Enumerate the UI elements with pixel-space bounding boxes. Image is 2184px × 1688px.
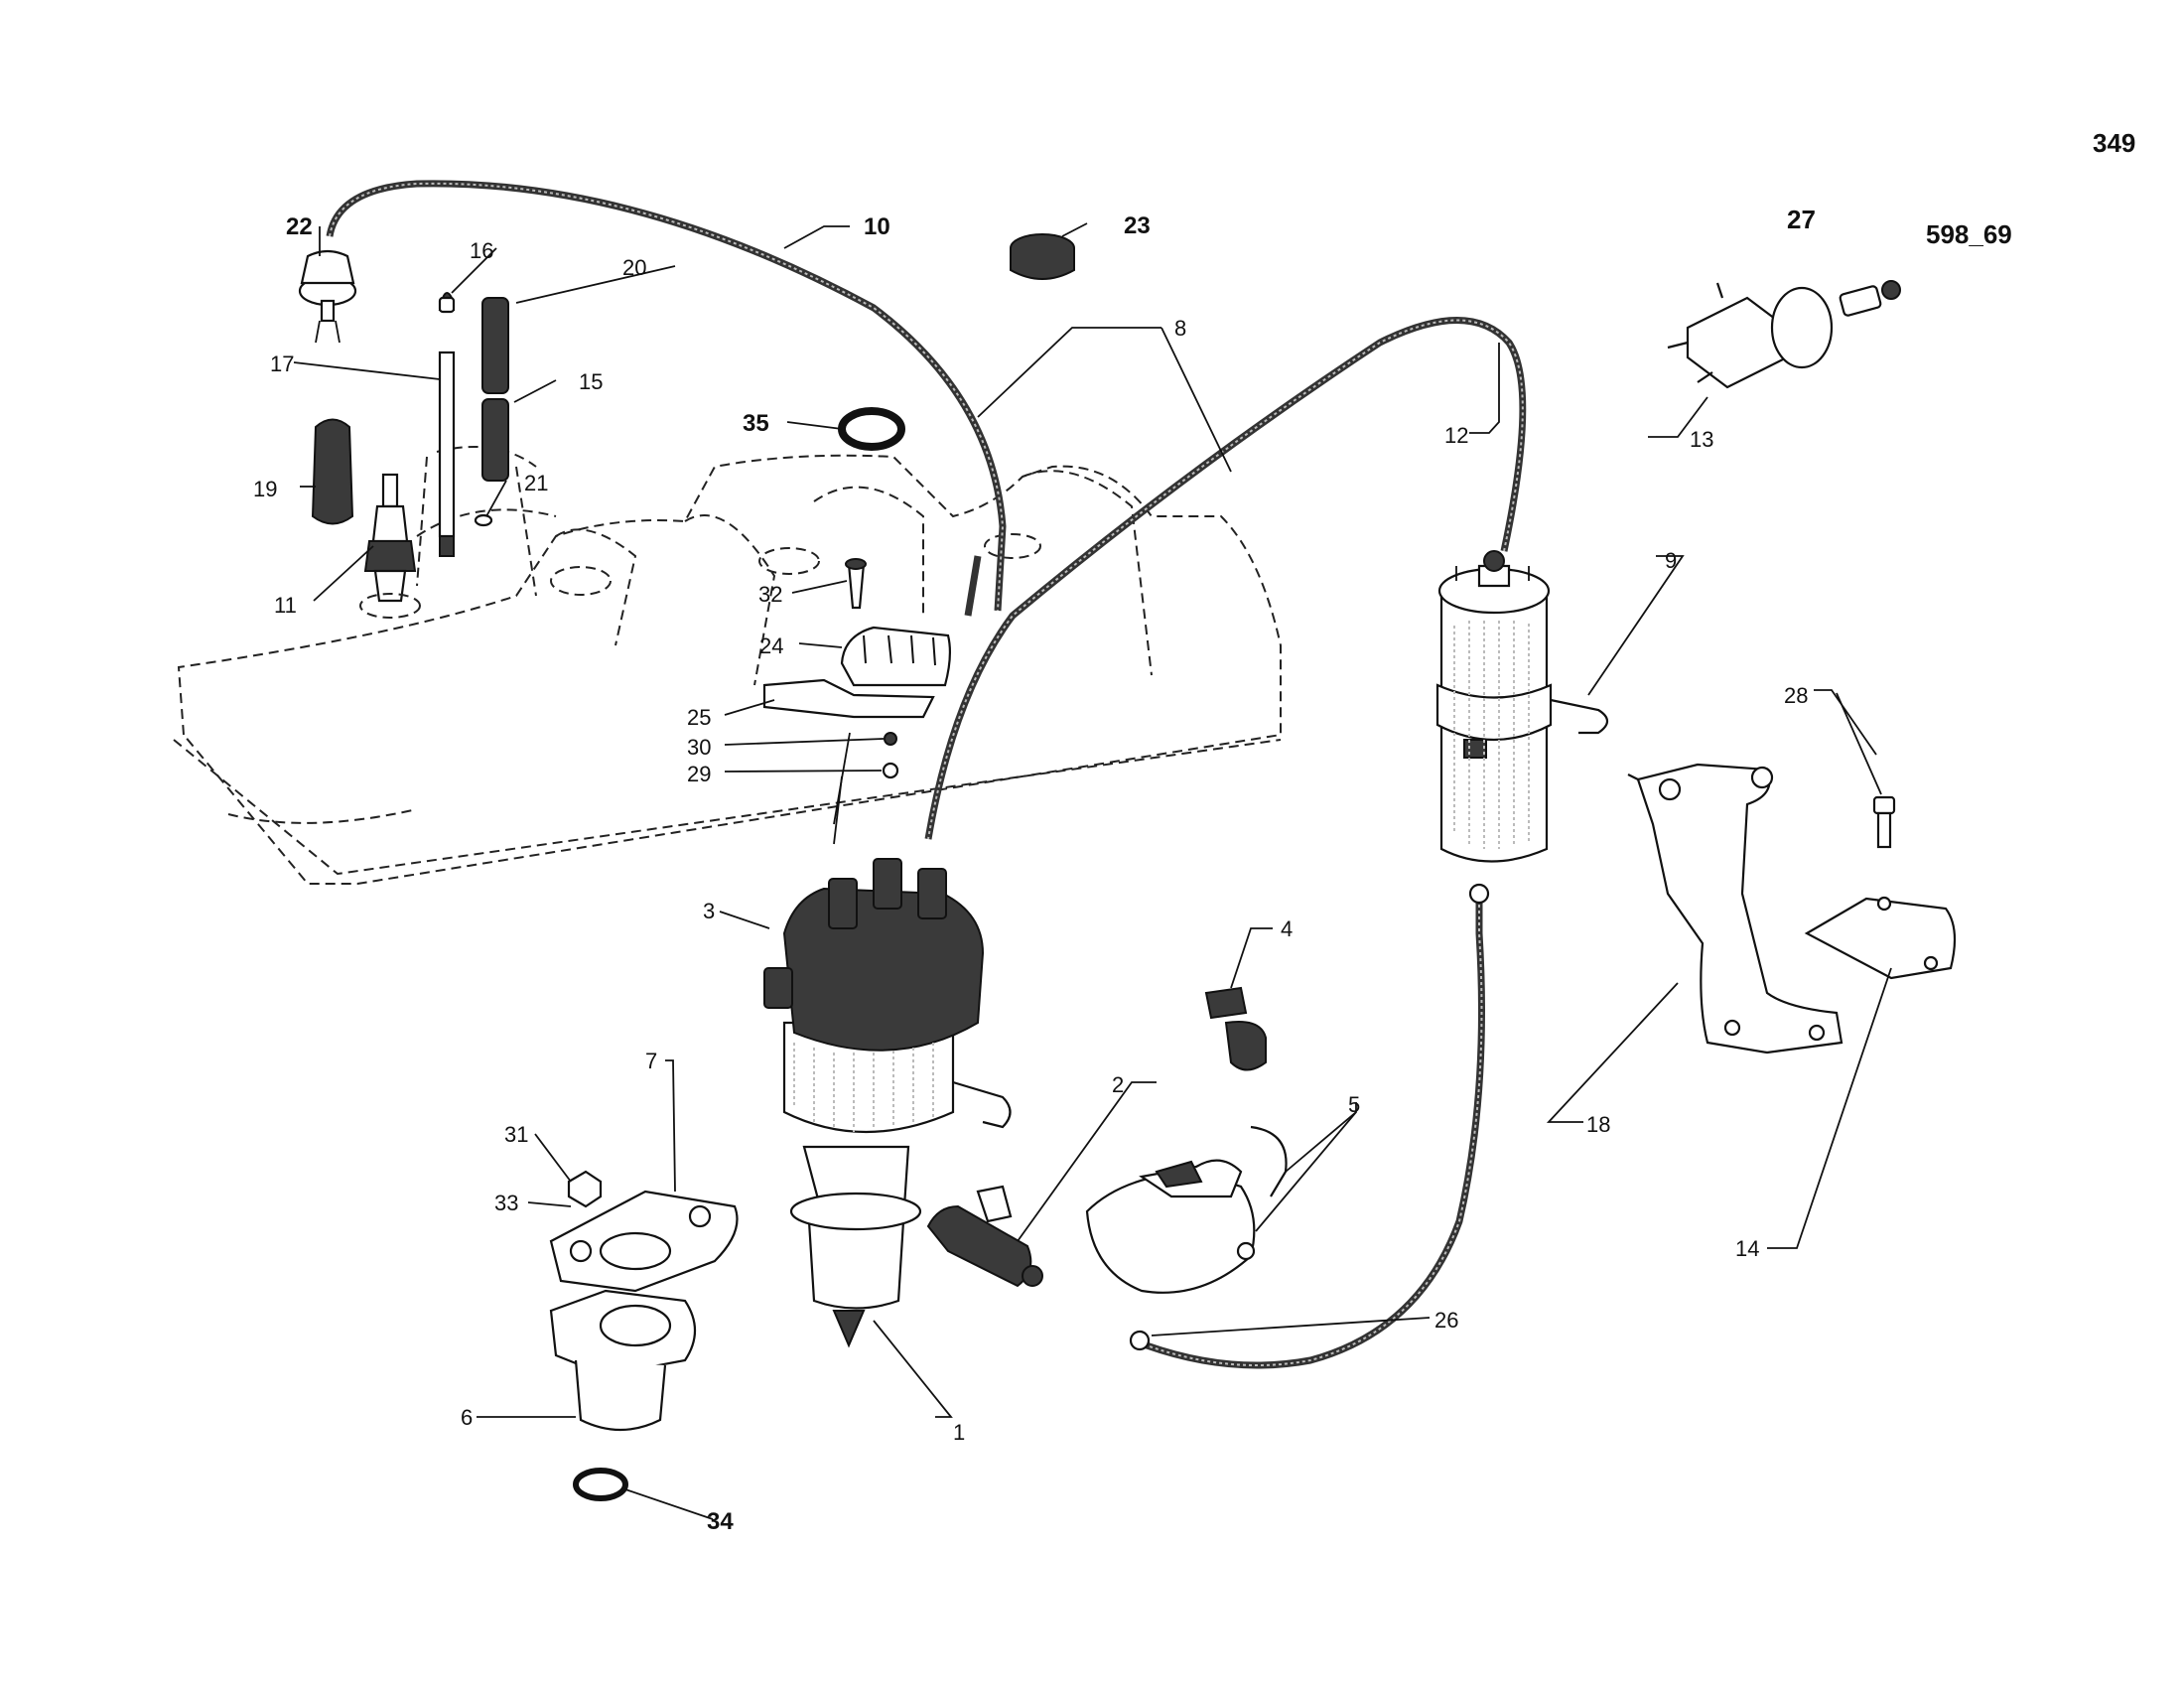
callout-11: 11 <box>274 593 297 618</box>
callout-31: 31 <box>504 1122 528 1147</box>
callout-29: 29 <box>687 762 711 786</box>
callout-10: 10 <box>864 213 890 240</box>
callout-16: 16 <box>470 238 493 263</box>
callout-22: 22 <box>286 213 313 240</box>
callout-9: 9 <box>1665 548 1677 573</box>
callout-33: 33 <box>494 1191 518 1215</box>
callout-30: 30 <box>687 735 711 760</box>
leader-lines <box>293 222 1892 1520</box>
condenser-icon <box>926 1185 1043 1288</box>
callout-2: 2 <box>1112 1072 1124 1097</box>
ignition-coil-icon <box>1435 550 1609 863</box>
callout-4: 4 <box>1281 916 1293 941</box>
callout-25: 25 <box>687 705 711 730</box>
callout-labels: 1 2 3 4 5 6 7 8 9 10 11 12 13 14 15 16 1… <box>253 212 1808 1535</box>
callout-26: 26 <box>1434 1308 1458 1333</box>
callout-8: 8 <box>1174 316 1186 341</box>
callout-24: 24 <box>759 633 783 658</box>
callout-35: 35 <box>743 410 769 437</box>
callout-14: 14 <box>1735 1236 1759 1261</box>
bolt-icon <box>1872 795 1896 849</box>
callout-28: 28 <box>1784 683 1808 708</box>
rotor-icon <box>1204 986 1267 1071</box>
king-lead-icon <box>924 317 1527 840</box>
callout-34: 34 <box>707 1508 734 1535</box>
ht-lead-icon <box>326 180 1007 617</box>
earth-strap-icon <box>1129 883 1490 1369</box>
callout-23: 23 <box>1124 212 1151 239</box>
suppressor-sleeves-icon <box>311 292 509 557</box>
callout-7: 7 <box>645 1049 657 1073</box>
coil-bracket-icon <box>1627 763 1843 1055</box>
callout-13: 13 <box>1690 427 1713 452</box>
clip-and-bracket-icon <box>762 558 952 845</box>
callout-3: 3 <box>703 899 715 923</box>
callout-20: 20 <box>622 255 646 280</box>
grommet-icon <box>1010 233 1075 280</box>
sub-header-27: 27 <box>1787 205 1816 234</box>
page-number: 349 <box>2093 128 2135 158</box>
distributor-icon <box>763 858 1012 1348</box>
callout-15: 15 <box>579 369 603 394</box>
callout-12: 12 <box>1444 423 1468 448</box>
callout-17: 17 <box>270 352 294 376</box>
callout-32: 32 <box>758 582 782 607</box>
distributor-housing-icon <box>549 1170 739 1501</box>
callout-6: 6 <box>461 1405 473 1430</box>
plug-cap-icon <box>298 249 357 344</box>
callout-19: 19 <box>253 477 277 501</box>
callout-5: 5 <box>1348 1092 1360 1117</box>
spark-plug-icon <box>359 473 421 619</box>
contact-breaker-icon <box>1085 1125 1288 1294</box>
cylinder-head-cover-icon <box>173 446 1282 885</box>
plate-code: 598_69 <box>1926 219 2012 249</box>
callout-21: 21 <box>524 471 548 495</box>
mounting-plate-icon <box>1804 896 1957 980</box>
ignition-switch-icon <box>1667 280 1901 389</box>
callout-18: 18 <box>1586 1112 1610 1137</box>
callout-1: 1 <box>953 1420 965 1445</box>
o-ring-icon <box>838 407 905 451</box>
